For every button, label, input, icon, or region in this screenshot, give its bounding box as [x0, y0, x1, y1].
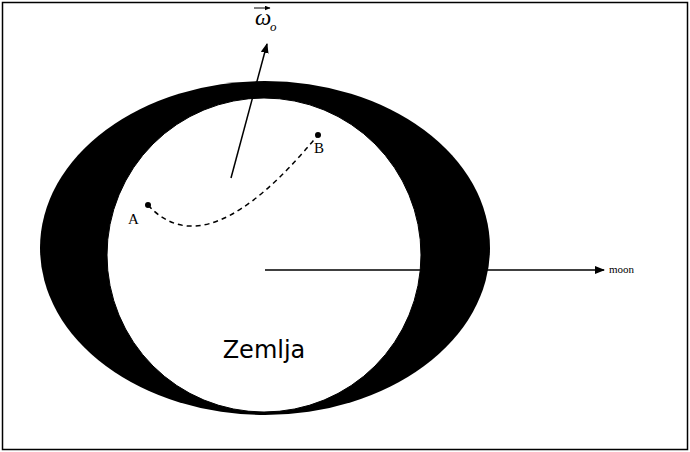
point-b — [315, 132, 321, 138]
subscript: o — [270, 20, 277, 33]
direction-label: moon — [609, 264, 634, 275]
earth-label: Zemlja — [106, 336, 422, 365]
vector-symbol: ω — [255, 6, 271, 29]
dashed-path — [148, 135, 318, 226]
point-label: A — [128, 212, 139, 227]
earth-circle: Zemlja — [106, 97, 422, 413]
omega-vector — [231, 44, 267, 178]
bulge-ellipse — [40, 81, 490, 415]
point-a — [145, 202, 151, 208]
point-label: B — [314, 141, 324, 156]
earth-outline — [106, 97, 422, 413]
frame-border — [3, 3, 688, 450]
moon-direction-arrow — [265, 269, 604, 271]
